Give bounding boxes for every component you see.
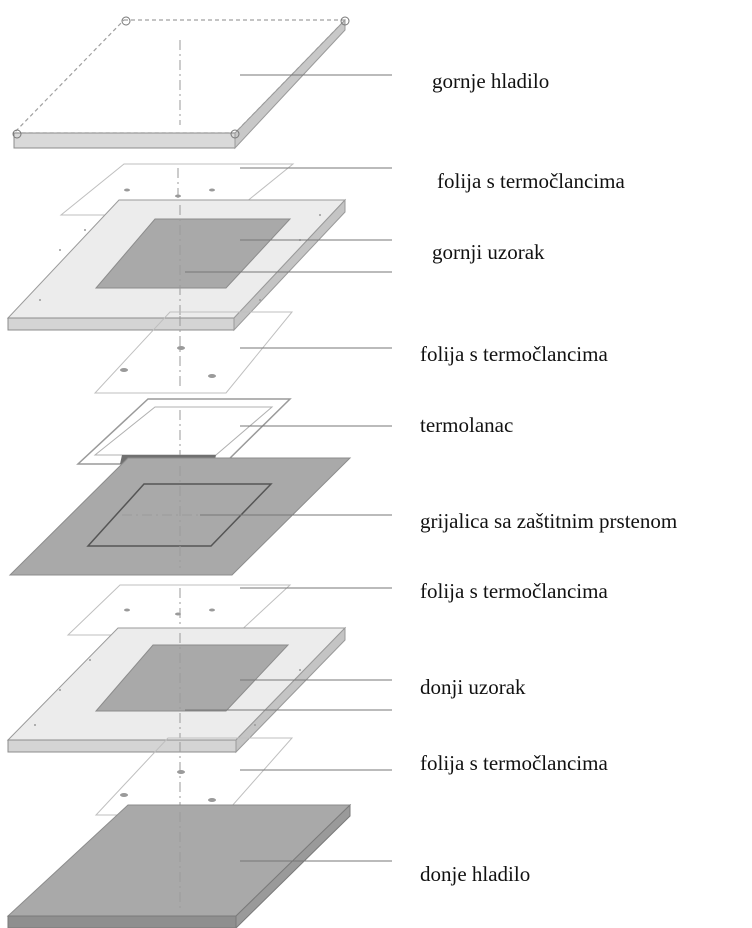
lower-sample	[6, 626, 347, 754]
label-foil-2: folija s termočlancima	[420, 342, 608, 366]
upper-cooler	[12, 16, 350, 150]
label-foil-3: folija s termočlancima	[420, 579, 608, 603]
label-upper-cooler: gornje hladilo	[432, 69, 549, 93]
leader-lines	[185, 74, 392, 862]
heater-plate	[8, 457, 352, 576]
label-thermocouple: termolanac	[420, 413, 513, 437]
label-lower-sample: donji uzorak	[420, 675, 526, 699]
label-heater: grijalica sa zaštitnim prstenom	[420, 509, 677, 533]
label-upper-sample: gornji uzorak	[432, 240, 545, 264]
label-foil-4: folija s termočlancima	[420, 751, 608, 775]
thermocouple-ring	[76, 398, 292, 465]
thermocouple-foil-2	[93, 311, 294, 394]
label-foil-1: folija s termočlancima	[437, 169, 625, 193]
labels: gornje hladilo folija s termočlancima go…	[420, 69, 677, 886]
upper-sample	[6, 198, 347, 332]
lower-cooler	[6, 803, 352, 928]
label-lower-cooler: donje hladilo	[420, 862, 530, 886]
